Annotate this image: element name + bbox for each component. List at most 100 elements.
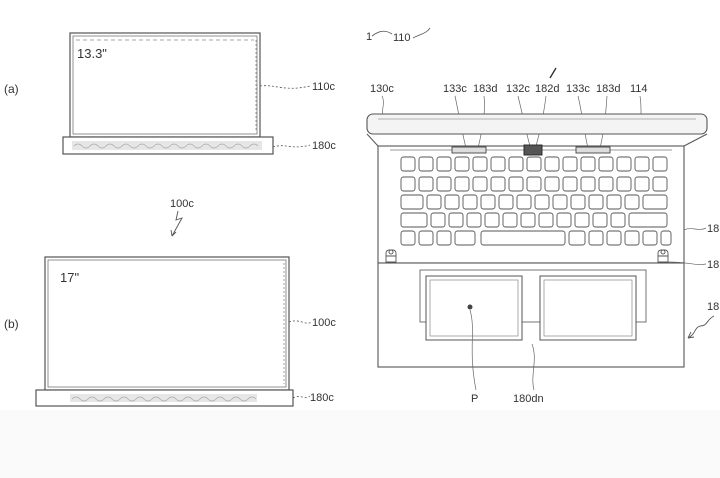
keyboard-key xyxy=(534,194,550,210)
keyboard-key xyxy=(606,230,622,246)
keyboard-key xyxy=(400,194,424,210)
base-180c-a-texture xyxy=(73,143,259,149)
keyboard-key xyxy=(502,212,518,228)
ref-top-1: 1 xyxy=(366,31,372,43)
ref-180c-b: 180c xyxy=(310,392,334,404)
keyboard-key xyxy=(418,230,434,246)
screen-size-13: 13.3" xyxy=(77,46,107,61)
keyboard-key xyxy=(544,176,560,192)
panel-label-b: (b) xyxy=(4,317,19,331)
base-180c-a-hatch xyxy=(72,141,262,150)
keyboard-key xyxy=(508,176,524,192)
keyboard-key xyxy=(580,156,596,172)
keyboard-key xyxy=(660,230,672,246)
keyboard-key xyxy=(610,212,626,228)
callout-132c: 132c xyxy=(506,83,530,95)
screen-size-17: 17" xyxy=(60,270,79,285)
bottom-fade xyxy=(0,410,720,478)
base-180c-b-hatch xyxy=(70,394,257,402)
leader-180dn xyxy=(531,343,535,391)
keyboard-key xyxy=(652,176,668,192)
keyboard-key xyxy=(436,230,452,246)
keyboard-key xyxy=(598,156,614,172)
keyboard-key xyxy=(436,176,452,192)
hinge-bar-130c xyxy=(366,113,708,135)
keyboard-key xyxy=(526,156,542,172)
leader-top-110 xyxy=(371,27,431,39)
keyboard-key xyxy=(552,194,568,210)
ref-110c-a: 110c xyxy=(312,81,336,93)
hinge-clip-133c-right xyxy=(575,146,611,154)
touchpad-right-inner xyxy=(543,279,633,337)
callout-133c-left: 133c xyxy=(443,83,467,95)
base-180c-b-texture xyxy=(71,396,257,402)
keyboard-key xyxy=(570,194,586,210)
keyboard-key xyxy=(498,194,514,210)
keyboard-key xyxy=(538,212,554,228)
leader-p xyxy=(469,309,477,391)
keyboard-key xyxy=(480,230,566,246)
touchpad-right xyxy=(539,275,637,341)
leader-100c-b xyxy=(288,320,313,324)
leader-180c-a xyxy=(272,144,311,148)
keyboard-key xyxy=(598,176,614,192)
panel-label-a: (a) xyxy=(4,82,19,96)
keyboard-key xyxy=(642,194,668,210)
keyboard-key xyxy=(400,176,416,192)
keyboard-key xyxy=(480,194,496,210)
ref-18-hinge: 18 xyxy=(707,259,719,271)
ref-100c-b: 100c xyxy=(312,317,336,329)
arrow-top xyxy=(549,67,557,79)
leader-18-keyboard xyxy=(683,227,707,231)
touchpad-marker xyxy=(467,304,473,310)
ref-180dn: 180dn xyxy=(513,393,544,405)
keyboard-key xyxy=(568,230,586,246)
display-17-panel xyxy=(44,256,290,391)
figure-a: (a) 13.3" 110c 180c xyxy=(4,32,336,155)
callout-182d: 182d xyxy=(535,83,559,95)
display-13-panel xyxy=(69,32,261,138)
keyboard-key xyxy=(628,212,668,228)
ref-18-arrow: 18 xyxy=(707,301,719,313)
keyboard-key xyxy=(508,156,524,172)
keyboard-key xyxy=(520,212,536,228)
keyboard-key xyxy=(418,156,434,172)
keyboard-key xyxy=(490,176,506,192)
keyboard-key xyxy=(426,194,442,210)
display-17-screen xyxy=(47,259,287,388)
keyboard-keys xyxy=(400,156,672,246)
leader-18-hinge xyxy=(667,261,707,265)
keyboard-key xyxy=(574,212,590,228)
keyboard-key xyxy=(580,176,596,192)
ref-180c-a: 180c xyxy=(312,140,336,152)
figure-c: 1 110 130c 133c 183d 132c 182d 133c 183d… xyxy=(366,27,719,405)
keyboard-key xyxy=(516,194,532,210)
keyboard-key xyxy=(400,230,416,246)
connector-132c xyxy=(523,144,543,156)
palmrest-p xyxy=(419,269,647,323)
ref-top-110: 110 xyxy=(393,32,411,44)
arrow-18 xyxy=(687,315,715,339)
keyboard-key xyxy=(444,194,460,210)
keyboard-key xyxy=(436,156,452,172)
arrow-18-head xyxy=(687,331,695,339)
keyboard-key xyxy=(588,194,604,210)
ref-18-keyboard: 18 xyxy=(707,223,719,235)
keyboard-key xyxy=(430,212,446,228)
keyboard-key xyxy=(624,194,640,210)
touchpad-left xyxy=(425,275,523,341)
keyboard-key xyxy=(606,194,622,210)
keyboard-key xyxy=(624,230,640,246)
keyboard-key xyxy=(544,156,560,172)
callout-133c-right: 133c xyxy=(566,83,590,95)
ref-100c-top: 100c xyxy=(170,198,194,210)
arrow-100c-head xyxy=(170,229,177,237)
leader-180c-b xyxy=(292,395,311,399)
keyboard-key xyxy=(400,156,416,172)
arrow-100c xyxy=(171,210,183,237)
deck-to-hinge-left xyxy=(366,133,708,147)
keyboard-key xyxy=(592,212,608,228)
keyboard-key xyxy=(454,230,476,246)
keyboard-key xyxy=(562,156,578,172)
